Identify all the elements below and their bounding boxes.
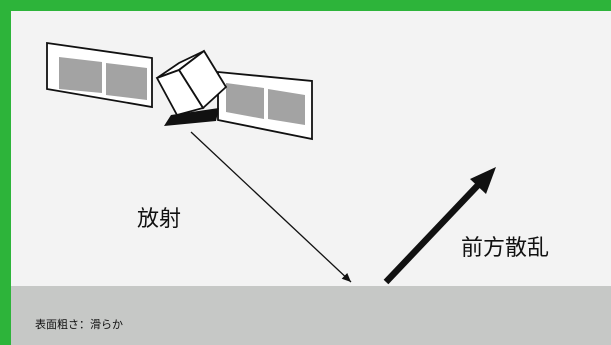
satellite-icon: [46, 41, 313, 141]
ground-surface: 表面粗さ：滑らか: [11, 286, 611, 345]
diagram-canvas: 放射 前方散乱 表面粗さ：滑らか: [11, 11, 611, 345]
diagram-graphic: [46, 41, 496, 285]
surface-roughness-label: 表面粗さ：滑らか: [35, 318, 123, 331]
emission-label: 放射: [137, 207, 182, 232]
right-solar-panel: [217, 71, 313, 141]
left-solar-panel: [46, 41, 153, 109]
forward-scatter-arrow: [383, 167, 496, 285]
emission-ray: [190, 131, 352, 283]
satellite-body: [155, 49, 228, 117]
antenna-dish: [164, 108, 219, 126]
forward-scatter-label: 前方散乱: [461, 236, 550, 261]
